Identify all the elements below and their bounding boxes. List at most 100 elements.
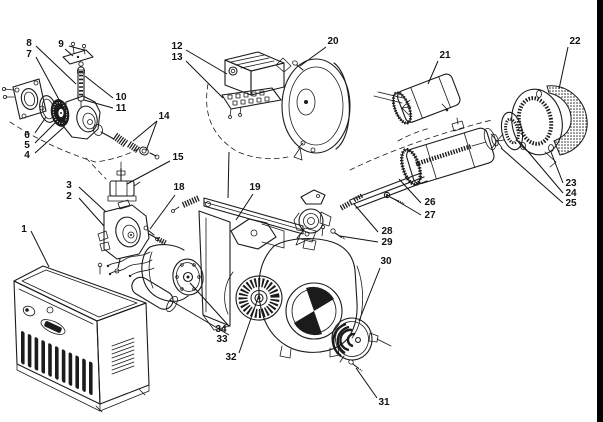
- leader-line-30: [358, 267, 381, 322]
- part-coupling-near-18: [171, 195, 201, 213]
- leader-line-12: [185, 49, 228, 75]
- leader-line-34: [189, 282, 229, 326]
- cover-louvers: [21, 331, 93, 395]
- part-callout-10: 10: [115, 92, 127, 103]
- part-callout-12: 12: [171, 41, 183, 52]
- part-callout-1: 1: [21, 224, 27, 235]
- part-callout-11: 11: [116, 103, 127, 114]
- part-burner-cover: [13, 262, 150, 413]
- part-callout-21: 21: [439, 50, 451, 61]
- part-callout-7: 7: [26, 49, 32, 60]
- part-callout-19: 19: [249, 182, 261, 193]
- part-callout-13: 13: [171, 52, 183, 63]
- leader-line-15: [126, 160, 171, 185]
- part-callout-14: 14: [158, 111, 170, 122]
- dashed-guide-left: [9, 121, 141, 180]
- part-callout-5: 5: [24, 140, 30, 151]
- part-callout-23: 23: [565, 178, 577, 189]
- part-screw-18: [143, 225, 164, 244]
- part-callout-15: 15: [172, 152, 184, 163]
- leader-line-14: [145, 120, 158, 152]
- part-bracket-9: [62, 41, 94, 65]
- leader-line-18: [149, 194, 176, 230]
- part-flange-plate: [2, 78, 47, 120]
- part-callout-34: 34: [215, 324, 227, 335]
- leader-line-27: [393, 198, 422, 216]
- part-pump-body-upper: [63, 95, 115, 140]
- part-callout-9: 9: [58, 39, 64, 50]
- leader-line-3: [78, 186, 107, 213]
- leader-line-28: [353, 203, 379, 233]
- part-callout-4: 4: [24, 150, 30, 161]
- leader-line-23: [550, 151, 564, 184]
- dashed-balloon-right-top: [397, 127, 431, 142]
- part-callout-26: 26: [424, 197, 436, 208]
- part-fitting-27: [383, 191, 405, 205]
- leader-line-1: [30, 230, 50, 268]
- part-callout-31: 31: [378, 397, 390, 408]
- leader-line-33: [169, 299, 230, 336]
- part-callout-33: 33: [216, 334, 228, 345]
- leader-line-2: [78, 197, 105, 227]
- part-rods-26: [349, 172, 428, 209]
- part-callout-3: 3: [66, 180, 72, 191]
- terminal-strip: [227, 90, 270, 106]
- leader-line-32: [238, 294, 260, 354]
- part-callout-29: 29: [381, 237, 393, 248]
- part-spider-25: [490, 133, 505, 149]
- part-end-cone-24: [500, 111, 524, 151]
- leader-line-25: [500, 147, 564, 204]
- part-callout-20: 20: [327, 36, 339, 47]
- part-callout-28: 28: [381, 226, 393, 237]
- leader-line-20: [299, 46, 327, 67]
- part-motor-34: [141, 244, 204, 302]
- part-callout-6: 6: [24, 130, 30, 141]
- leader-line-11: [83, 99, 114, 109]
- part-flange-23-and-head-22: [511, 85, 588, 168]
- part-air-tube-21: [373, 73, 461, 125]
- leader-line-4: [34, 126, 65, 154]
- part-tube-33: [131, 276, 178, 313]
- part-couplings-14: [112, 132, 160, 160]
- part-fuel-pump-2-3: [97, 199, 168, 274]
- part-rod-10-11: [77, 61, 85, 108]
- part-blower-wheel-32: [224, 271, 283, 321]
- part-callout-27: 27: [424, 210, 436, 221]
- part-callout-22: 22: [569, 36, 581, 47]
- part-callout-30: 30: [380, 256, 392, 267]
- leader-line-9: [68, 45, 85, 51]
- part-air-tube-lower: [399, 117, 497, 187]
- part-callout-24: 24: [565, 188, 577, 199]
- leader-line-9: [64, 48, 74, 57]
- dashed-balloon-left: [206, 83, 289, 160]
- part-callout-8: 8: [26, 38, 32, 49]
- leader-line-21: [427, 60, 439, 85]
- leader-line-6: [34, 116, 47, 134]
- leader-line-24: [518, 140, 564, 194]
- leader-line-14: [132, 120, 158, 142]
- leader-line-5: [34, 121, 57, 144]
- leader-line-8: [35, 45, 77, 85]
- leader-line-31: [355, 367, 378, 399]
- part-callout-32: 32: [225, 352, 237, 363]
- dashed-balloon-right: [349, 119, 493, 171]
- leader-line-29: [339, 235, 379, 243]
- balloon-pointer: [227, 151, 230, 199]
- part-screw-31: [348, 359, 363, 372]
- part-solenoid-valve-15: [107, 161, 141, 202]
- part-blower-housing-front: [275, 57, 351, 161]
- leader-line-13: [185, 60, 224, 99]
- leader-line-22: [558, 46, 569, 90]
- leader-line-7: [35, 56, 64, 108]
- part-callout-25: 25: [565, 198, 577, 209]
- cover-side-vents: [111, 337, 135, 375]
- part-screw-20: [292, 60, 304, 71]
- part-transformer-12-13: [221, 51, 285, 119]
- right-border-strip: [597, 0, 603, 422]
- part-air-cover-30: [331, 317, 392, 363]
- leader-line-19: [235, 193, 254, 221]
- part-callout-18: 18: [173, 182, 185, 193]
